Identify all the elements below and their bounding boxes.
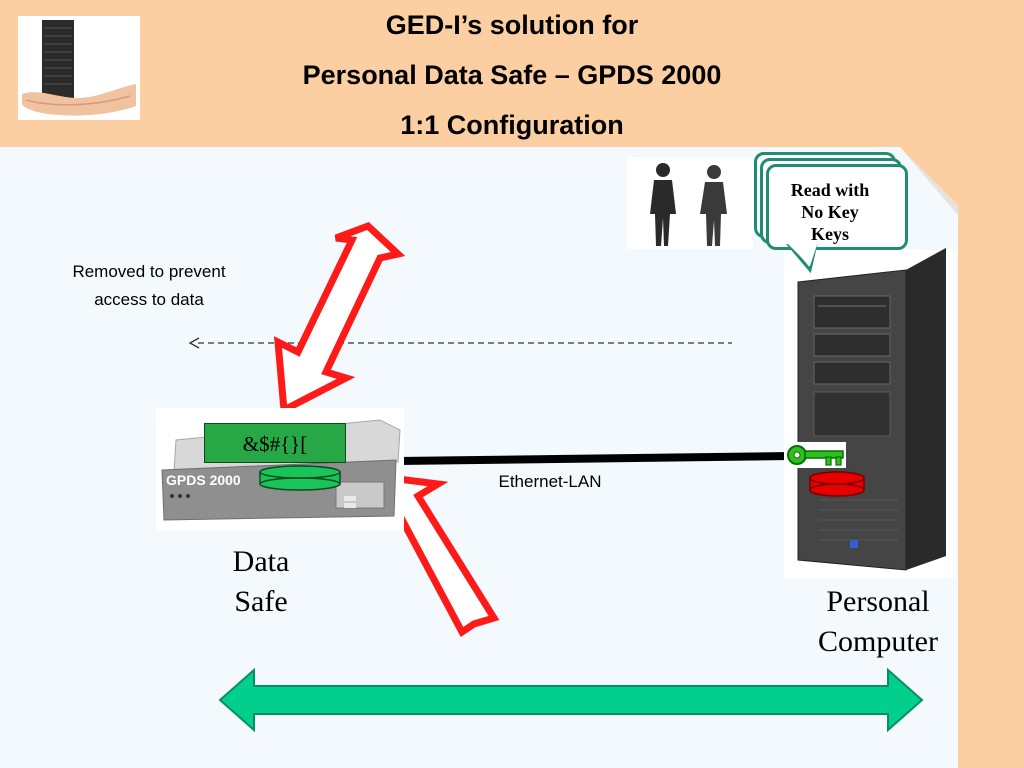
ethernet-label: Ethernet-LAN xyxy=(498,472,602,491)
personal-computer-caption: Personal Computer xyxy=(798,582,958,662)
personal-computer-tower xyxy=(784,248,956,578)
title-line-3: 1:1 Configuration xyxy=(400,110,624,140)
removed-note: Removed to prevent access to data xyxy=(38,258,260,314)
title-line-2: Personal Data Safe – GPDS 2000 xyxy=(302,60,722,90)
bubble-text: Read with No Key Keys xyxy=(760,178,900,246)
bubble-text-line-back: No Key xyxy=(801,202,859,222)
personal-computer-caption-line-2: Computer xyxy=(818,625,938,658)
title-line-1: GED-I’s solution for xyxy=(385,10,639,40)
key-icon xyxy=(786,442,846,468)
dashed-arrow xyxy=(188,337,732,349)
header: GED-I’s solution for Personal Data Safe … xyxy=(0,0,1024,147)
device-brand-label: GPDS 2000 xyxy=(166,472,241,488)
speech-bubble-front xyxy=(766,164,908,250)
data-safe-caption: Data Safe xyxy=(196,542,326,622)
removed-note-line-2: access to data xyxy=(94,290,204,309)
bubble-text-line-1: Read with xyxy=(790,180,870,200)
ethernet-cable xyxy=(397,452,793,465)
data-safe-caption-line-2: Safe xyxy=(234,585,288,618)
encrypted-data-label: &$#{}[ xyxy=(204,423,346,463)
server-in-hand-icon xyxy=(22,20,136,116)
data-safe-caption-line-1: Data xyxy=(232,545,290,578)
people-silhouette-icon xyxy=(627,157,753,249)
removed-note-line-1: Removed to prevent xyxy=(72,262,226,281)
speech-bubble-tail xyxy=(786,244,818,274)
logo-image xyxy=(18,16,140,120)
green-double-arrow xyxy=(218,667,924,733)
bubble-text-line-2: Keys xyxy=(811,224,849,244)
personal-computer-caption-line-1: Personal xyxy=(826,585,930,618)
red-arrow-removed xyxy=(273,221,406,416)
